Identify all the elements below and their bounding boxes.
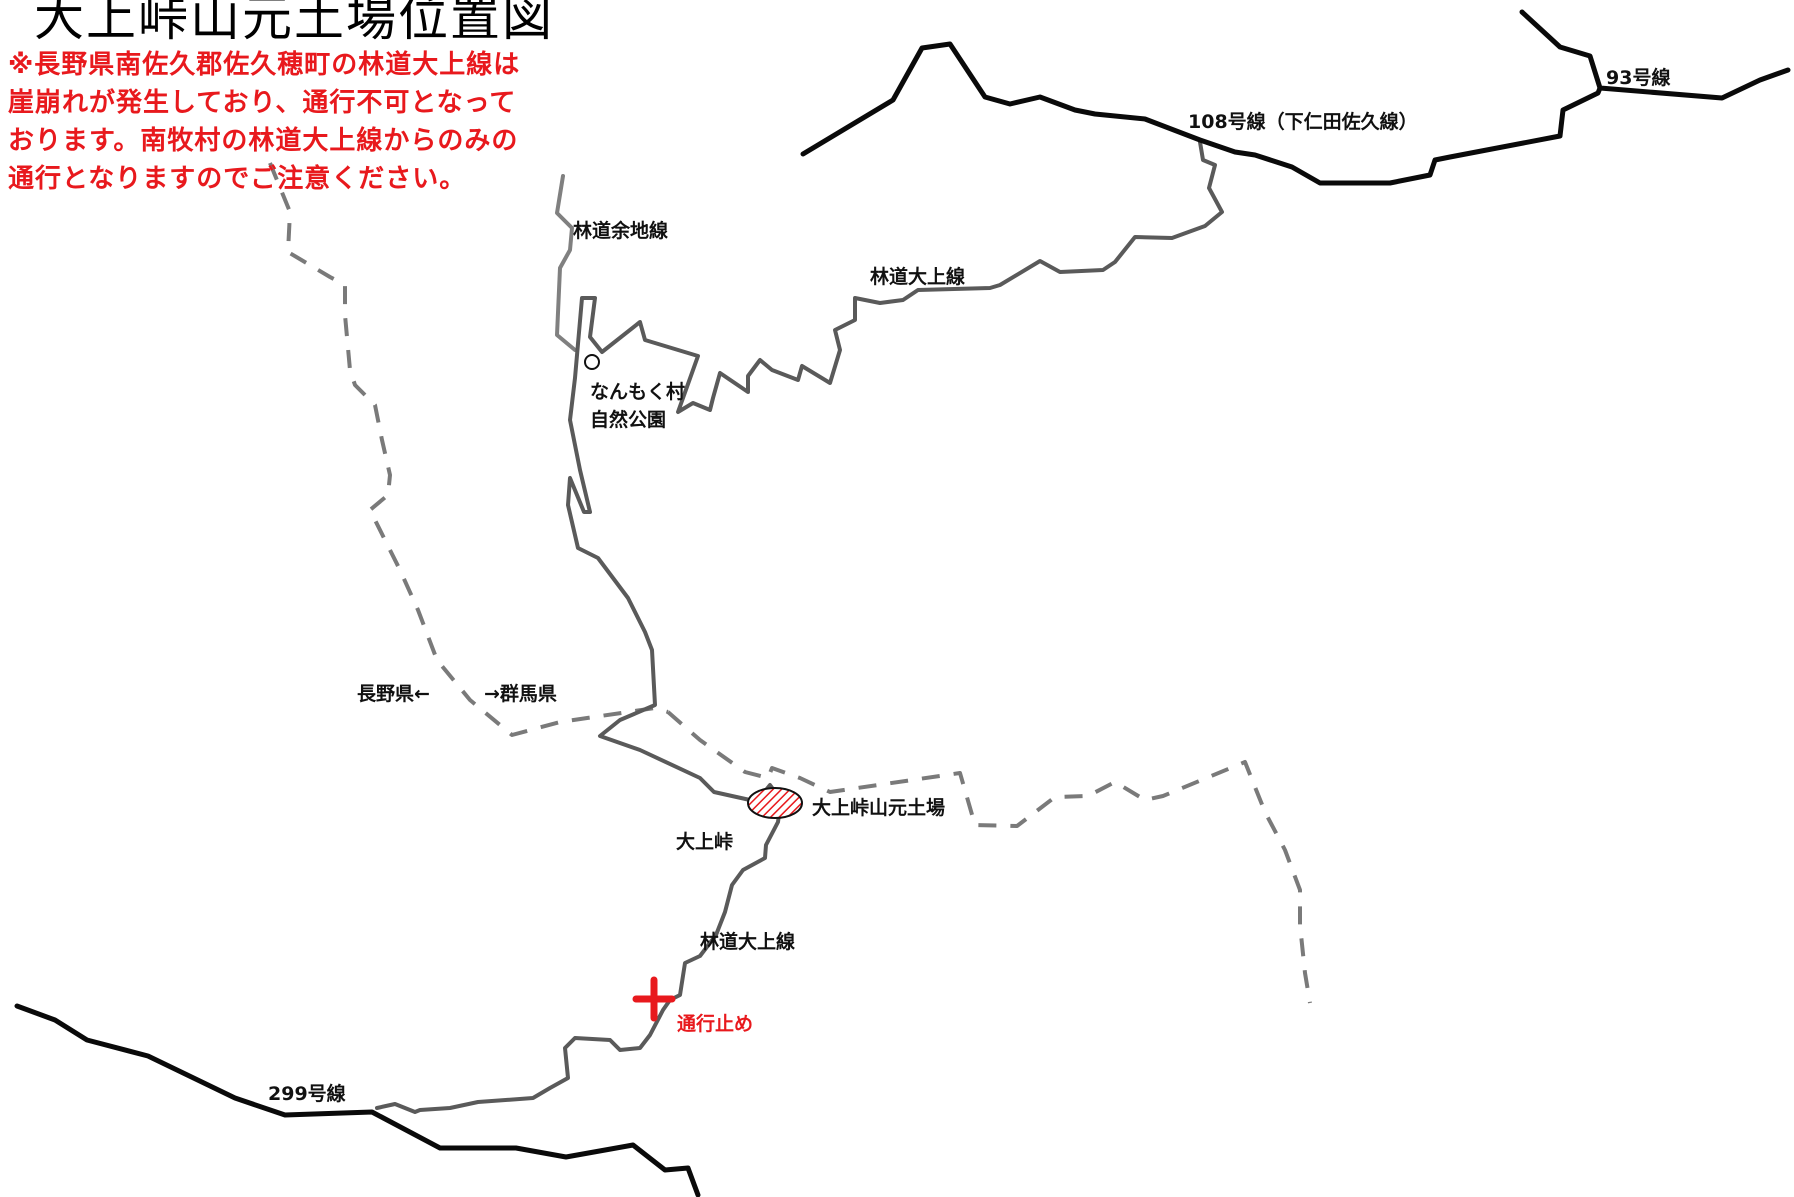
notice-line: おります。南牧村の林道大上線からのみの bbox=[8, 126, 519, 156]
page-title: 大上峠山元土場位置図 bbox=[34, 0, 554, 47]
forest-road-ouwa-south-label: 林道大上線 bbox=[700, 931, 796, 953]
prefecture-gunma-label: →群馬県 bbox=[484, 683, 557, 705]
park-label-line1: なんもく村 bbox=[590, 381, 686, 403]
forest-road-ouwa-north-label: 林道大上線 bbox=[870, 266, 966, 288]
route-108-road bbox=[800, 41, 1603, 186]
circle-marker-icon bbox=[584, 354, 600, 370]
park-label-line2: 自然公園 bbox=[590, 409, 667, 431]
closure-notice: ※長野県南佐久郡佐久穂町の林道大上線は 崖崩れが発生しており、通行不可となって … bbox=[8, 46, 608, 198]
hatched-ellipse-icon bbox=[747, 787, 803, 819]
route-93-road bbox=[1519, 9, 1791, 101]
road-closed-label: 通行止め bbox=[677, 1013, 754, 1035]
log-yard-label: 大上峠山元土場 bbox=[812, 797, 946, 819]
forest-road-ouwa-south bbox=[375, 798, 783, 1114]
route-299-road bbox=[14, 1003, 701, 1197]
notice-line: 通行となりますのでご注意ください。 bbox=[8, 164, 467, 194]
forest-road-yochi-label: 林道余地線 bbox=[573, 220, 669, 242]
route-93-label: 93号線 bbox=[1606, 67, 1671, 89]
prefecture-border-east bbox=[666, 710, 1312, 1004]
forest-road-ouwa-north bbox=[566, 140, 1224, 802]
route-108-label: 108号線（下仁田佐久線） bbox=[1188, 111, 1418, 133]
route-299-label: 299号線 bbox=[268, 1083, 346, 1105]
notice-line: ※長野県南佐久郡佐久穂町の林道大上線は bbox=[8, 50, 521, 80]
pass-label: 大上峠 bbox=[676, 831, 734, 853]
notice-line: 崖崩れが発生しており、通行不可となって bbox=[8, 88, 517, 118]
prefecture-border-north bbox=[268, 162, 669, 737]
forest-road-yochi bbox=[555, 174, 577, 352]
prefecture-nagano-label: 長野県← bbox=[357, 683, 430, 705]
cross-mark-icon bbox=[632, 976, 676, 1022]
